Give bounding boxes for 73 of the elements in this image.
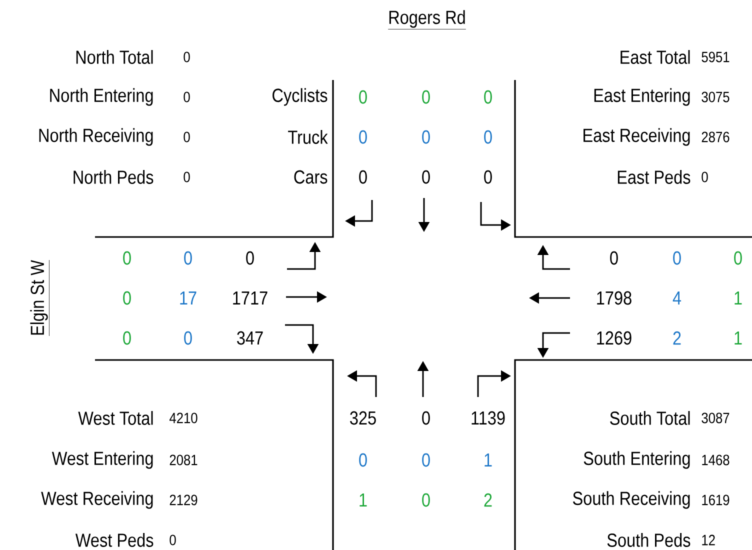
count-value: 0 xyxy=(702,172,708,182)
count-value: 0 xyxy=(673,251,681,265)
count-value: 1269 xyxy=(597,331,632,345)
count-value: 1798 xyxy=(597,291,632,305)
count-label: South Total xyxy=(610,411,690,425)
count-value: 0 xyxy=(184,132,190,142)
count-value: 17 xyxy=(180,291,196,304)
count-value: 0 xyxy=(184,92,190,102)
count-value: 1 xyxy=(360,493,367,506)
count-value: 0 xyxy=(359,130,367,144)
count-value: 0 xyxy=(184,172,190,182)
count-label: East Receiving xyxy=(584,128,690,146)
count-value: 0 xyxy=(484,90,492,104)
count-label: North Total xyxy=(76,50,153,64)
street-name: Elgin St W xyxy=(30,260,50,336)
count-value: 0 xyxy=(422,130,430,144)
count-value: 1717 xyxy=(233,291,268,304)
count-label: North Receiving xyxy=(39,128,153,146)
count-value: 12 xyxy=(702,534,715,546)
count-label: North Peds xyxy=(74,170,154,184)
count-value: 0 xyxy=(359,453,367,467)
count-value: 0 xyxy=(184,331,192,345)
count-value: 1 xyxy=(734,331,742,344)
count-label: South Peds xyxy=(607,533,690,547)
count-value: 325 xyxy=(350,411,376,425)
count-label: East Entering xyxy=(594,88,690,106)
count-value: 0 xyxy=(123,331,131,345)
count-value: 347 xyxy=(237,331,263,345)
count-value: 2876 xyxy=(702,132,730,142)
count-value: 0 xyxy=(123,251,131,265)
count-value: 1 xyxy=(484,453,492,466)
count-value: 2 xyxy=(484,493,492,507)
count-value: 5951 xyxy=(702,52,730,62)
count-label: North Entering xyxy=(50,88,153,106)
count-label: South Receiving xyxy=(573,491,690,509)
count-value: 0 xyxy=(184,52,190,62)
count-value: 1 xyxy=(734,291,742,304)
count-value: 2081 xyxy=(170,454,198,466)
count-label: Truck xyxy=(288,130,328,144)
count-value: 2 xyxy=(673,331,681,345)
count-value: 0 xyxy=(422,453,430,467)
count-value: 0 xyxy=(484,130,492,144)
count-value: 1139 xyxy=(472,411,505,425)
count-value: 0 xyxy=(359,90,367,104)
count-value: 0 xyxy=(123,291,131,305)
count-value: 0 xyxy=(359,170,367,184)
count-value: 0 xyxy=(610,251,618,265)
count-value: 3075 xyxy=(702,92,730,102)
count-value: 0 xyxy=(422,493,430,507)
count-value: 0 xyxy=(422,411,430,425)
count-label: Cyclists xyxy=(272,88,328,106)
count-value: 2129 xyxy=(170,494,198,506)
count-label: South Entering xyxy=(584,451,690,469)
count-value: 4 xyxy=(672,291,682,304)
count-value: 4210 xyxy=(170,412,198,424)
count-value: 0 xyxy=(170,534,176,546)
count-label: West Total xyxy=(78,411,153,425)
count-label: Cars xyxy=(294,170,328,184)
count-value: 0 xyxy=(246,251,254,265)
count-value: 1619 xyxy=(702,494,730,506)
count-value: 0 xyxy=(422,90,430,104)
count-value: 3087 xyxy=(702,412,730,424)
count-label: West Receiving xyxy=(41,491,153,509)
count-value: 0 xyxy=(422,170,430,184)
count-value: 0 xyxy=(184,251,192,265)
count-label: East Peds xyxy=(618,170,690,184)
count-value: 1468 xyxy=(702,454,730,466)
count-label: West Peds xyxy=(75,533,154,547)
count-value: 0 xyxy=(734,251,742,265)
street-name: Rogers Rd xyxy=(388,10,466,30)
count-label: West Entering xyxy=(52,451,153,469)
count-label: East Total xyxy=(620,50,690,64)
count-value: 0 xyxy=(484,170,492,184)
